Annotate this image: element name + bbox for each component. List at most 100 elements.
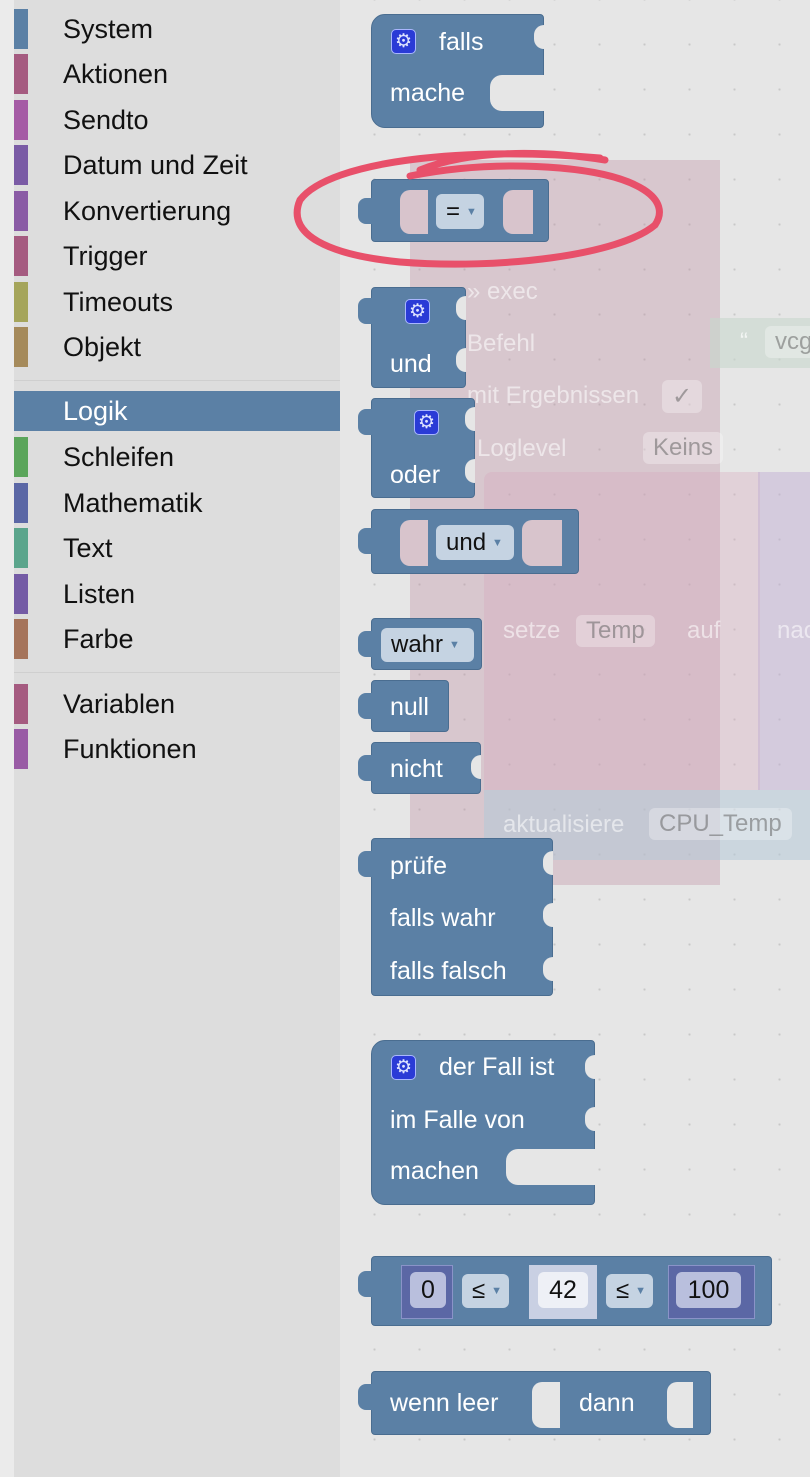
category-sendto[interactable]: Sendto xyxy=(14,100,340,140)
and-label: und xyxy=(390,350,432,378)
category-color-bar xyxy=(14,54,28,94)
category-konvertierung[interactable]: Konvertierung xyxy=(14,191,340,231)
category-label: Variablen xyxy=(63,688,176,719)
category-logik[interactable]: Logik xyxy=(14,391,340,431)
category-color-bar xyxy=(14,100,28,140)
gear-icon[interactable]: ⚙ xyxy=(391,29,416,54)
category-label: Timeouts xyxy=(63,286,174,317)
logic-operator-dropdown[interactable]: und▼ xyxy=(436,525,514,560)
category-label: Mathematik xyxy=(63,487,203,518)
second-operator-dropdown[interactable]: ≤▼ xyxy=(606,1274,653,1308)
category-color-bar xyxy=(14,9,28,49)
category-listen[interactable]: Listen xyxy=(14,574,340,614)
category-label: Konvertierung xyxy=(63,195,232,226)
or-mutator-block[interactable]: ⚙ oder xyxy=(358,398,475,498)
bg-cpu-field: CPU_Temp xyxy=(649,808,792,840)
do-label: machen xyxy=(390,1157,479,1185)
value-field[interactable]: 42 xyxy=(538,1272,588,1308)
category-mathematik[interactable]: Mathematik xyxy=(14,483,340,523)
category-color-bar xyxy=(14,236,28,276)
category-label: Listen xyxy=(63,578,136,609)
bg-purple-block: nac xyxy=(758,472,810,790)
category-color-bar xyxy=(14,684,28,724)
category-color-bar xyxy=(14,191,28,231)
compare-operator-dropdown[interactable]: =▼ xyxy=(436,194,484,229)
category-schleifen[interactable]: Schleifen xyxy=(14,437,340,477)
bg-check: ✓ xyxy=(662,380,703,413)
category-color-bar xyxy=(14,437,28,477)
if-block[interactable]: ⚙ falls mache xyxy=(371,14,545,128)
if-empty-block[interactable]: wenn leer dann xyxy=(358,1371,711,1435)
max-value-field[interactable]: 100 xyxy=(676,1272,741,1308)
category-text[interactable]: Text xyxy=(14,528,340,568)
category-label: Text xyxy=(63,532,113,563)
logic-operation-block[interactable]: und▼ xyxy=(358,509,579,574)
and-mutator-block[interactable]: ⚙ und xyxy=(358,287,466,388)
category-label: Objekt xyxy=(63,331,142,362)
gear-icon[interactable]: ⚙ xyxy=(391,1055,416,1080)
switch-label: der Fall ist xyxy=(439,1053,555,1081)
category-color-bar xyxy=(14,391,28,431)
category-color-bar xyxy=(14,574,28,614)
switch-block[interactable]: ⚙ der Fall ist im Falle von machen xyxy=(371,1040,596,1205)
category-label: Farbe xyxy=(63,623,134,654)
category-objekt[interactable]: Objekt xyxy=(14,327,340,367)
category-color-bar xyxy=(14,729,28,769)
if-empty-label: wenn leer xyxy=(390,1389,499,1417)
category-label: Trigger xyxy=(63,240,148,271)
between-block[interactable]: 0 ≤▼ 42 ≤▼ 100 xyxy=(358,1256,772,1326)
category-funktionen[interactable]: Funktionen xyxy=(14,729,340,769)
category-label: Aktionen xyxy=(63,58,169,89)
null-block[interactable]: null xyxy=(358,680,449,732)
gear-icon[interactable]: ⚙ xyxy=(414,410,439,435)
category-farbe[interactable]: Farbe xyxy=(14,619,340,659)
compare-block[interactable]: =▼ xyxy=(358,179,549,242)
category-color-bar xyxy=(14,619,28,659)
null-label: null xyxy=(390,693,429,721)
bg-aktualisiere-label: aktualisiere xyxy=(503,811,625,838)
category-variablen[interactable]: Variablen xyxy=(14,684,340,724)
first-operator-dropdown[interactable]: ≤▼ xyxy=(462,1274,509,1308)
category-datum-und-zeit[interactable]: Datum und Zeit xyxy=(14,145,340,185)
bg-temp-dropdown: Temp xyxy=(576,615,655,647)
category-label: Logik xyxy=(63,395,128,426)
case-label: im Falle von xyxy=(390,1106,525,1134)
if-label: falls xyxy=(439,28,484,56)
bg-exec-label: » exec xyxy=(467,278,538,305)
workspace[interactable]: » exec Befehl mit Ergebnissen ✓ Loglevel… xyxy=(340,0,810,1477)
category-label: System xyxy=(63,13,154,44)
min-value-field[interactable]: 0 xyxy=(410,1272,446,1308)
annotation-circle xyxy=(293,149,663,268)
bg-befehl-label: Befehl xyxy=(467,330,536,357)
bg-string-block: “ vcg xyxy=(710,318,810,368)
else-label: falls falsch xyxy=(390,957,507,985)
bg-loglevel-label: Loglevel xyxy=(477,435,567,462)
negate-block[interactable]: nicht xyxy=(358,742,481,794)
category-trigger[interactable]: Trigger xyxy=(14,236,340,276)
boolean-block[interactable]: wahr▼ xyxy=(358,618,482,670)
category-timeouts[interactable]: Timeouts xyxy=(14,282,340,322)
test-label: prüfe xyxy=(390,852,447,880)
gear-icon[interactable]: ⚙ xyxy=(405,299,430,324)
or-label: oder xyxy=(390,461,441,489)
bg-keins-dropdown: Keins xyxy=(643,432,724,464)
boolean-dropdown[interactable]: wahr▼ xyxy=(381,628,474,662)
bg-ergebnis-label: mit Ergebnissen xyxy=(467,382,640,409)
category-aktionen[interactable]: Aktionen xyxy=(14,54,340,94)
category-label: Datum und Zeit xyxy=(63,149,248,180)
bg-setze-label: setze xyxy=(503,617,561,644)
category-separator xyxy=(14,380,340,381)
bg-update-block: aktualisiere CPU_Temp xyxy=(484,790,810,860)
category-system[interactable]: System xyxy=(14,9,340,49)
category-color-bar xyxy=(14,145,28,185)
category-color-bar xyxy=(14,327,28,367)
bg-auf-label: auf xyxy=(687,617,721,644)
bg-nac-label: nac xyxy=(777,617,810,644)
ternary-block[interactable]: prüfe falls wahr falls falsch xyxy=(358,838,553,996)
then-label: falls wahr xyxy=(390,904,496,932)
category-color-bar xyxy=(14,528,28,568)
category-separator xyxy=(14,672,340,673)
not-label: nicht xyxy=(390,755,443,783)
do-label: mache xyxy=(390,79,466,107)
bg-string-value: vcg xyxy=(765,326,810,358)
